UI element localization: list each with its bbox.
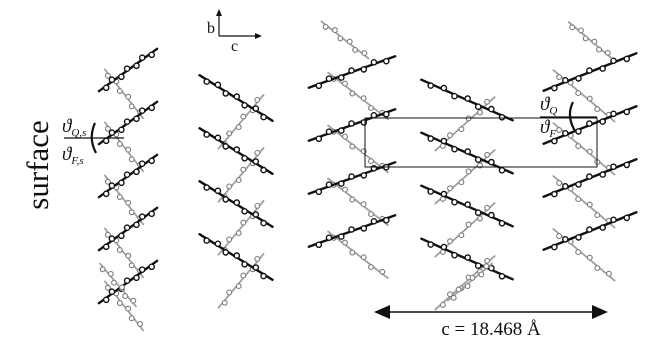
grey-molecule xyxy=(217,94,265,150)
grey-molecule xyxy=(99,262,137,308)
dimension-arrowhead-right xyxy=(592,305,608,319)
grey-molecule xyxy=(567,21,613,59)
dark-molecule xyxy=(198,126,274,176)
right-angle-arc xyxy=(568,101,576,132)
dark-molecule xyxy=(307,214,397,249)
axis-indicator: b c xyxy=(207,9,262,55)
right-angle-annotation: ϑQ ϑF xyxy=(540,94,597,140)
c-axis-label: c xyxy=(231,38,238,55)
theta-q-label: ϑQ xyxy=(540,94,557,117)
grey-molecule xyxy=(327,177,389,227)
grey-molecule xyxy=(434,255,496,311)
b-axis-label: b xyxy=(207,20,215,37)
dark-molecule xyxy=(97,47,159,93)
b-axis-arrowhead xyxy=(216,9,222,16)
dark-molecule xyxy=(198,73,274,123)
left-angle-annotation: ϑQ,s ϑF,s xyxy=(62,116,124,167)
dark-molecule xyxy=(420,184,514,228)
dark-molecule xyxy=(542,105,638,145)
dimension-arrowhead-left xyxy=(374,305,390,319)
grey-molecule xyxy=(327,124,389,174)
dark-molecule xyxy=(97,259,159,305)
dark-molecule xyxy=(307,108,397,143)
grey-molecule xyxy=(552,228,616,282)
grey-molecule xyxy=(327,230,389,280)
dark-molecule xyxy=(97,206,159,252)
grey-molecule xyxy=(552,175,616,229)
dark-molecule xyxy=(542,211,638,251)
left-angle-arc xyxy=(90,122,97,154)
theta-f-s-label: ϑF,s xyxy=(62,144,84,167)
dark-molecule xyxy=(420,237,514,281)
grey-molecule xyxy=(320,20,370,60)
grey-molecule xyxy=(552,69,616,123)
dark-molecule xyxy=(542,158,638,198)
dark-molecule xyxy=(97,100,159,146)
theta-q-s-label: ϑQ,s xyxy=(62,116,86,139)
grey-molecule xyxy=(217,253,265,309)
lattice-dimension: c = 18.468 Å xyxy=(374,305,608,340)
dark-molecule xyxy=(97,153,159,199)
dark-molecule xyxy=(198,232,274,281)
dark-molecule xyxy=(542,52,638,92)
theta-f-label: ϑF xyxy=(540,117,556,140)
c-axis-arrowhead xyxy=(255,33,262,39)
dark-molecule xyxy=(307,55,397,90)
grey-molecule xyxy=(446,262,494,302)
dark-molecule xyxy=(420,78,514,122)
lattice-constant-label: c = 18.468 Å xyxy=(441,319,541,340)
grey-molecule xyxy=(217,200,265,256)
grey-molecule xyxy=(327,71,389,121)
grey-molecule xyxy=(217,147,265,203)
dark-molecule xyxy=(198,179,274,229)
surface-label: surface xyxy=(20,120,55,210)
molecule-layer xyxy=(97,20,638,332)
unit-cell-box xyxy=(364,117,598,168)
